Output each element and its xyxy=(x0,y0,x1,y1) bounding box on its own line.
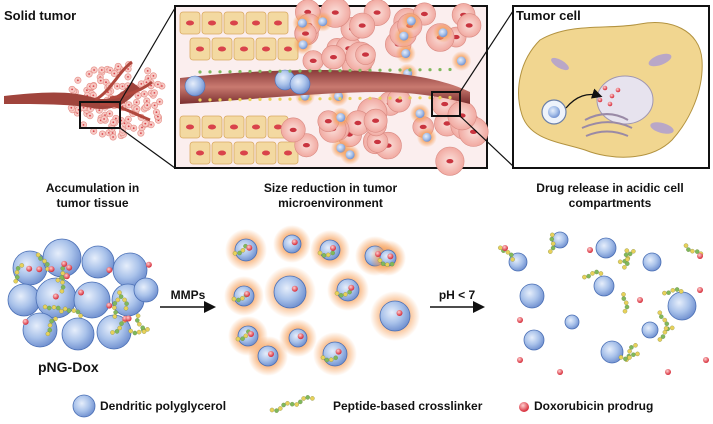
nanogel-aggregate xyxy=(7,238,159,351)
solid-tumor-title: Solid tumor xyxy=(4,8,76,23)
tumor-vessel xyxy=(180,70,470,104)
legend-dox-swatch xyxy=(519,402,529,412)
tumor-cell-panel: Tumor cell xyxy=(512,5,710,169)
microenvironment-panel xyxy=(174,0,516,176)
nanogel-label: pNG-Dox xyxy=(38,359,99,375)
legend-dendritic-label: Dendritic polyglycerol xyxy=(100,399,227,413)
nucleus xyxy=(596,75,654,125)
legend-peptide-swatch xyxy=(269,395,315,413)
caption-accumulation: Accumulation in tumor tissue xyxy=(45,181,140,210)
zoom-box-tumor xyxy=(79,101,121,129)
tumor-cell-title: Tumor cell xyxy=(516,8,581,23)
legend-dox-label: Doxorubicin prodrug xyxy=(534,399,654,413)
degraded-nanogels xyxy=(224,225,420,376)
tumor-cells xyxy=(280,0,489,176)
legend-dendritic-swatch xyxy=(72,394,96,418)
solid-tumor-panel: Solid tumor xyxy=(4,7,176,169)
released-drug-scene xyxy=(498,231,709,375)
mmps-label: MMPs xyxy=(170,288,206,302)
ph-label: pH < 7 xyxy=(438,288,476,302)
caption-size-reduction: Size reduction in tumor microenvironment xyxy=(263,181,398,210)
caption-drug-release: Drug release in acidic cell compartments xyxy=(536,181,684,210)
healthy-cells xyxy=(179,11,299,165)
zoom-box-cell xyxy=(431,91,461,117)
legend-peptide-label: Peptide-based crosslinker xyxy=(333,399,483,413)
